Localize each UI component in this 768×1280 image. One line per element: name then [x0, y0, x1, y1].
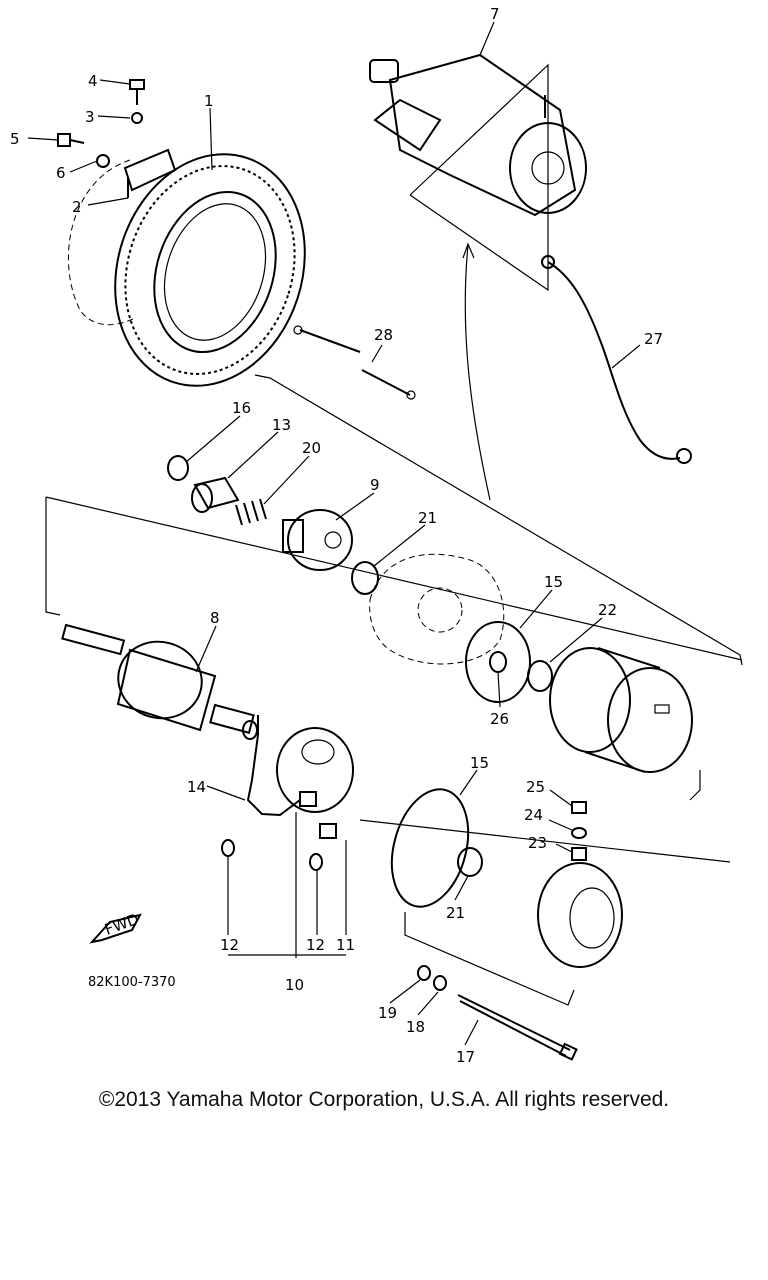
callout-12a: 12	[220, 936, 239, 954]
callout-2: 2	[72, 198, 82, 216]
front-cover	[369, 553, 505, 665]
callout-1: 1	[204, 92, 214, 110]
callout-numbers: 1 2 3 4 5 6 7 8 9 10 11 12 12 13 14 15 1…	[10, 5, 663, 1066]
washer-3	[131, 112, 143, 124]
brush-11	[319, 823, 337, 839]
callout-16: 16	[232, 399, 251, 417]
callout-25: 25	[526, 778, 545, 796]
callout-15b: 15	[470, 754, 489, 772]
fwd-arrow-icon: FWD	[89, 910, 142, 944]
screw-12b	[309, 853, 323, 871]
washer-21b	[457, 847, 483, 877]
callout-21b: 21	[446, 904, 465, 922]
spring-20	[235, 498, 267, 526]
copyright-notice: ©2013 Yamaha Motor Corporation, U.S.A. A…	[98, 1088, 670, 1111]
callout-12b: 12	[306, 936, 325, 954]
starter-motor-assembly	[369, 53, 587, 217]
callout-21a: 21	[418, 509, 437, 527]
starter-motor-exploded-diagram: FWD 1 2	[10, 5, 743, 1066]
callout-6: 6	[56, 164, 66, 182]
washer-21a	[351, 561, 379, 595]
brush-lead-14	[246, 715, 301, 817]
yoke-housing	[549, 647, 693, 773]
callout-28: 28	[374, 326, 393, 344]
callout-13: 13	[272, 416, 291, 434]
callout-15a: 15	[544, 573, 563, 591]
washer-16	[167, 455, 189, 481]
o-ring-15b	[390, 788, 470, 908]
through-bolt-17	[457, 994, 578, 1061]
callout-5: 5	[10, 130, 20, 148]
part-code: 82K100-7370	[88, 975, 176, 990]
nut-23	[571, 847, 587, 861]
collar-13	[191, 476, 240, 513]
callout-19: 19	[378, 1004, 397, 1022]
callout-23: 23	[528, 834, 547, 852]
brush-holder-10	[276, 727, 354, 813]
callout-18: 18	[406, 1018, 425, 1036]
callout-10: 10	[285, 976, 304, 994]
mounting-bracket	[123, 148, 177, 198]
bolt-4	[129, 79, 145, 105]
callout-14: 14	[187, 778, 206, 796]
washer-22	[527, 660, 553, 692]
callout-8: 8	[210, 609, 220, 627]
callout-7: 7	[490, 5, 500, 23]
callout-3: 3	[85, 108, 95, 126]
washer-18	[433, 975, 447, 991]
washer-19	[417, 965, 431, 981]
callout-22: 22	[598, 601, 617, 619]
screw-12a	[221, 839, 235, 857]
nut-25	[571, 801, 587, 814]
rear-cover	[537, 862, 623, 968]
nut-6	[96, 154, 110, 168]
callout-11: 11	[336, 936, 355, 954]
washer-26	[489, 651, 507, 673]
guide-lines	[45, 63, 743, 1006]
armature-8	[61, 623, 258, 740]
o-ring-15a	[465, 621, 531, 703]
lead-wire	[541, 255, 692, 464]
callout-26: 26	[490, 710, 509, 728]
cable-28	[293, 325, 416, 400]
callout-20: 20	[302, 439, 321, 457]
callout-9: 9	[370, 476, 380, 494]
pinion-clutch-9	[282, 509, 353, 571]
callout-27: 27	[644, 330, 663, 348]
callout-17: 17	[456, 1048, 475, 1066]
callout-24: 24	[524, 806, 543, 824]
washer-24	[571, 827, 587, 839]
bolt-5	[57, 133, 85, 147]
ring-gear	[68, 153, 306, 387]
callout-4: 4	[88, 72, 98, 90]
callout-leaders	[27, 21, 641, 1046]
